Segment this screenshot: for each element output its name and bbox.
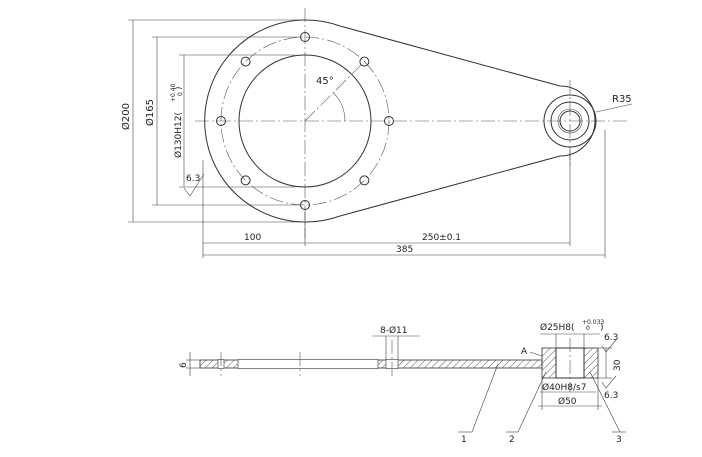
bore-tol-upper: +0.033 (582, 319, 604, 326)
balloon-2-label: 2 (509, 435, 515, 445)
hub-fit-dimension: Ø40H8/s7 Ø50 (538, 378, 602, 410)
hub-middle-circle (550, 101, 590, 141)
bolt-hole (216, 116, 226, 126)
roughness-top-label: 6.3 (604, 333, 618, 343)
len-385-label: 385 (396, 245, 413, 255)
balloon-2: 2 (506, 371, 547, 445)
plan-view: 45° R35 Ø200 Ø165 Ø130H12( +0.40 (120, 8, 633, 258)
bolt-hole (384, 116, 394, 126)
angle-label: 45° (316, 76, 334, 87)
hole-gap-center (237, 359, 379, 369)
dia-130-label: Ø130H12( (173, 112, 184, 158)
roughness-top: 6.3 (601, 333, 618, 353)
dia-130-tol-lower: 0 (177, 92, 184, 96)
hub-wall-left (541, 347, 557, 379)
bore-close: ) (600, 323, 604, 333)
bolt-hole (240, 56, 251, 67)
dia-165-label: Ø165 (144, 99, 156, 126)
dia-165-dimension: Ø165 (144, 36, 300, 206)
roughness-label: 6.3 (186, 174, 200, 184)
holes-callout: 8-Ø11 (372, 325, 420, 360)
bolt-holes (216, 32, 394, 210)
thickness-dimension: 6 (179, 352, 200, 376)
dia-130-close: ) (174, 86, 184, 90)
view-mark-label: A (521, 347, 528, 357)
section-view: 6 8-Ø11 30 Ø25H8( +0. (179, 319, 626, 445)
holes-label: 8-Ø11 (380, 325, 408, 336)
len-100-label: 100 (244, 233, 261, 243)
center-bore-circle (238, 54, 372, 188)
len-250-label: 250±0.1 (422, 233, 461, 243)
bolt-hole (359, 175, 370, 186)
hub-od-label: Ø50 (558, 396, 577, 407)
dia-130-dimension: Ø130H12( +0.40 0 ) (170, 54, 295, 188)
hub-bore-circle (557, 108, 583, 134)
angle-ray-line (304, 57, 369, 122)
view-mark: A (521, 347, 543, 357)
dia-200-dimension: Ø200 (120, 19, 305, 223)
radius-label: R35 (612, 94, 632, 105)
svg-text:Ø25H8(: Ø25H8( (540, 322, 575, 333)
bore-label: Ø25H8( (540, 322, 575, 333)
bolt-hole (359, 56, 370, 67)
height-label: 30 (613, 359, 623, 371)
bore-callout: Ø25H8( +0.033 0 ) (540, 319, 604, 348)
roughness-symbol: 6.3 (183, 173, 205, 197)
plate-outline (204, 19, 596, 223)
hub-inner-circle (559, 110, 581, 132)
balloon-1: 1 (458, 363, 499, 445)
hub-section: 30 (541, 338, 623, 392)
svg-text:): ) (174, 86, 184, 90)
roughness-bottom: 6.3 (601, 375, 618, 401)
svg-text:+0.40: +0.40 (170, 83, 177, 102)
bolt-hole (300, 200, 310, 210)
bolt-circle (220, 36, 390, 206)
dia-130-tol-upper: +0.40 (170, 83, 177, 102)
svg-text:Ø130H12(: Ø130H12( (173, 112, 184, 158)
balloon-3: 3 (589, 371, 626, 445)
thickness-label: 6 (179, 362, 189, 368)
balloon-3-label: 3 (616, 435, 622, 445)
svg-text:0: 0 (177, 92, 184, 96)
bolt-hole (300, 32, 310, 42)
hub-outer-circle (543, 94, 597, 148)
dia-200-label: Ø200 (120, 103, 132, 130)
roughness-bottom-label: 6.3 (604, 391, 618, 401)
radius-leader (595, 103, 633, 113)
bore-tol-lower: 0 (586, 325, 590, 332)
balloon-1-label: 1 (461, 435, 467, 445)
hub (543, 94, 597, 148)
hub-fit-label: Ø40H8/s7 (542, 382, 586, 393)
angle-arc (333, 92, 346, 122)
horizontal-dimensions: 100 250±0.1 385 (202, 130, 606, 258)
bolt-hole (240, 175, 251, 186)
